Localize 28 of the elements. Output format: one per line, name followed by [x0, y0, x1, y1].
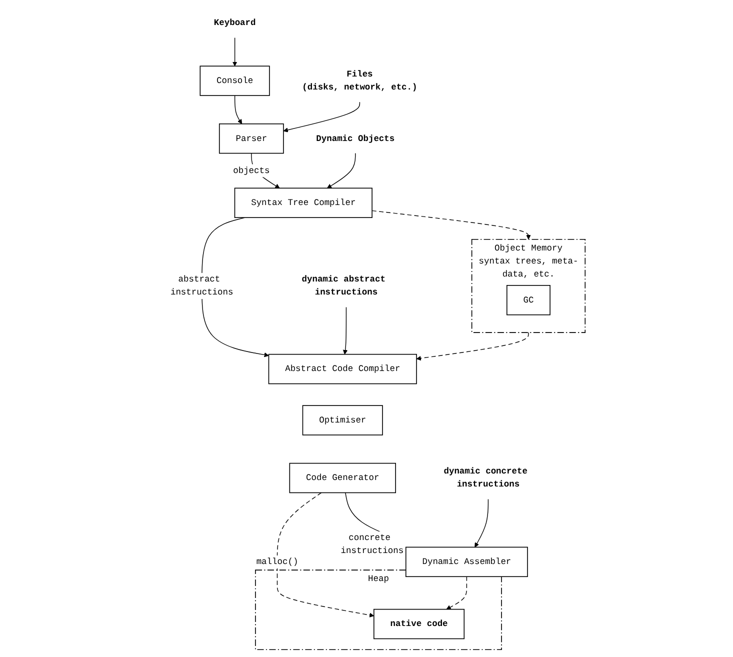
arrow — [284, 101, 360, 132]
node-text: Dynamic Objects — [316, 133, 395, 143]
node-box: Syntax Tree Compiler — [234, 187, 373, 218]
node-text: dynamic abstract instructions — [302, 274, 386, 297]
arrow — [416, 332, 530, 360]
arrow — [234, 94, 242, 124]
edge-label: concrete instructions — [341, 532, 404, 556]
node-box: Code Generator — [290, 462, 396, 493]
node-box: Dynamic Assembler — [406, 546, 528, 577]
arrow — [277, 492, 374, 617]
node-box: Console — [200, 65, 270, 96]
node-box: Parser — [219, 122, 284, 154]
edge-label: objects — [233, 165, 270, 176]
node-text: Files (disks, network, etc.) — [302, 68, 418, 92]
edge-label: abstract instructions — [170, 274, 234, 297]
arrow — [343, 306, 348, 354]
arrow — [327, 152, 356, 188]
edge-label: malloc() — [256, 556, 298, 566]
node-text: Keyboard — [214, 18, 256, 28]
arrow — [232, 36, 238, 66]
arrow — [474, 498, 489, 547]
arrow — [446, 576, 468, 610]
arrow — [372, 210, 532, 240]
node-box: native code — [374, 608, 465, 639]
node-text: dynamic concrete instructions — [444, 466, 528, 489]
node-box: GC — [506, 284, 551, 315]
node-box: Abstract Code Compiler — [268, 353, 418, 384]
node-box: Optimiser — [302, 404, 384, 435]
